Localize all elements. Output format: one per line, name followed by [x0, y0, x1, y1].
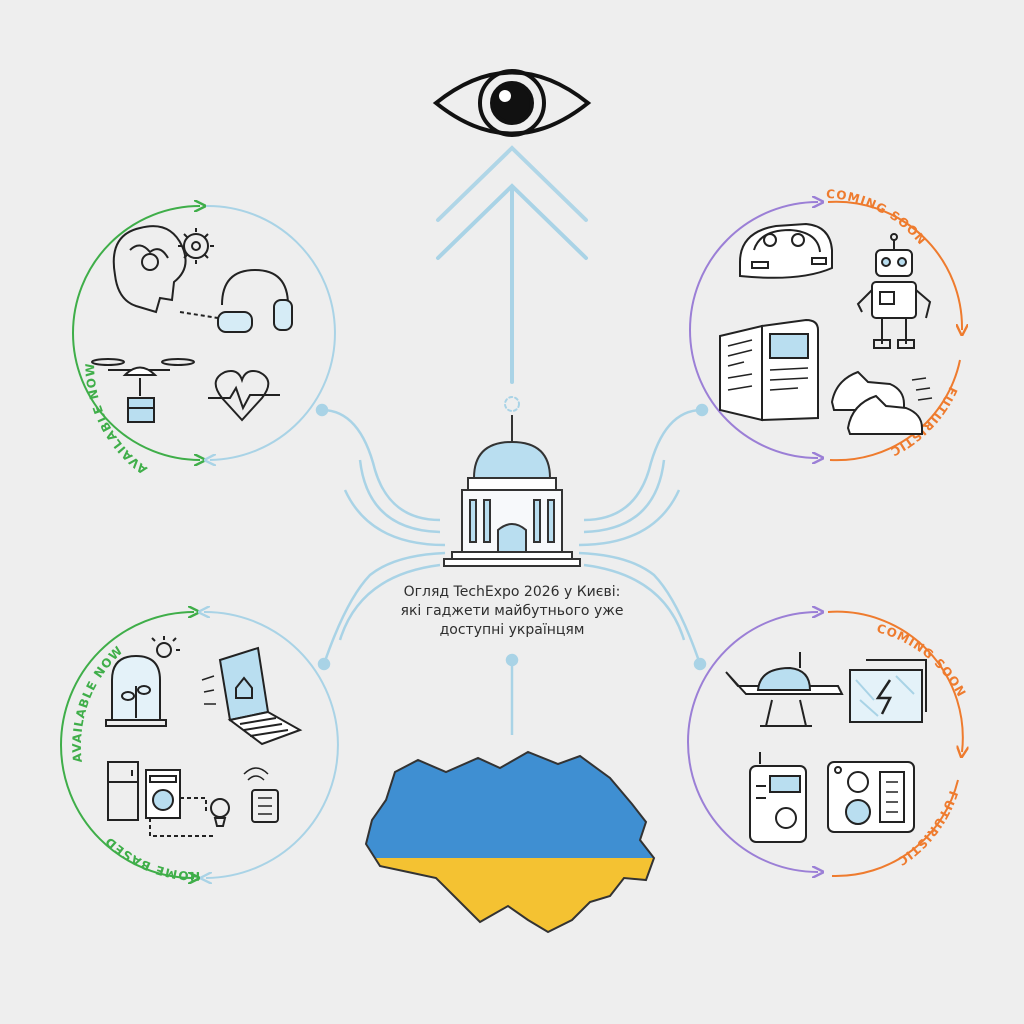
- label-coming-soon-top-right: COMING SOON: [826, 187, 930, 248]
- cluster-top-right: COMING SOON FUTURISTIC: [689, 187, 962, 460]
- ukraine-map: [364, 750, 656, 934]
- portable-radio-icon: [749, 752, 807, 843]
- autonomous-car-icon: [739, 222, 833, 279]
- connector-lines: [315, 403, 709, 735]
- holographic-laptop-icon: [201, 646, 303, 746]
- smart-home-devices-icon: [107, 761, 279, 837]
- vr-headphones-icon: [179, 268, 293, 333]
- energy-panel-icon: [849, 659, 927, 723]
- robot-icon: [856, 233, 932, 349]
- label-home-based: HOME BASED: [102, 834, 200, 883]
- upward-chevrons-icon: [436, 145, 588, 412]
- eye-icon: [432, 69, 592, 137]
- title-line-3: доступні українцям: [439, 622, 585, 638]
- building-icon: [443, 415, 581, 567]
- flying-taxi-icon: [725, 652, 844, 727]
- brain-gear-icon: [112, 225, 214, 314]
- title-line-1: Огляд TechExpo 2026 у Києві:: [403, 584, 621, 600]
- smart-hub-icon: [827, 761, 915, 833]
- cluster-bottom-right: COMING SOON FUTURISTIC: [687, 612, 969, 876]
- cluster-top-left: AVAILABLE NOW: [72, 206, 336, 477]
- drone-delivery-icon: [91, 358, 195, 423]
- event-title: Огляд TechExpo 2026 у Києві: які гаджети…: [372, 583, 652, 640]
- title-line-2: які гаджети майбутнього уже: [400, 603, 624, 619]
- cluster-bottom-left: AVAILABLE NOW HOME BASED: [60, 612, 339, 883]
- smart-sneakers-icon: [830, 370, 933, 435]
- foldable-device-icon: [719, 318, 819, 422]
- heart-pulse-icon: [208, 370, 280, 422]
- smart-greenhouse-icon: [105, 636, 180, 727]
